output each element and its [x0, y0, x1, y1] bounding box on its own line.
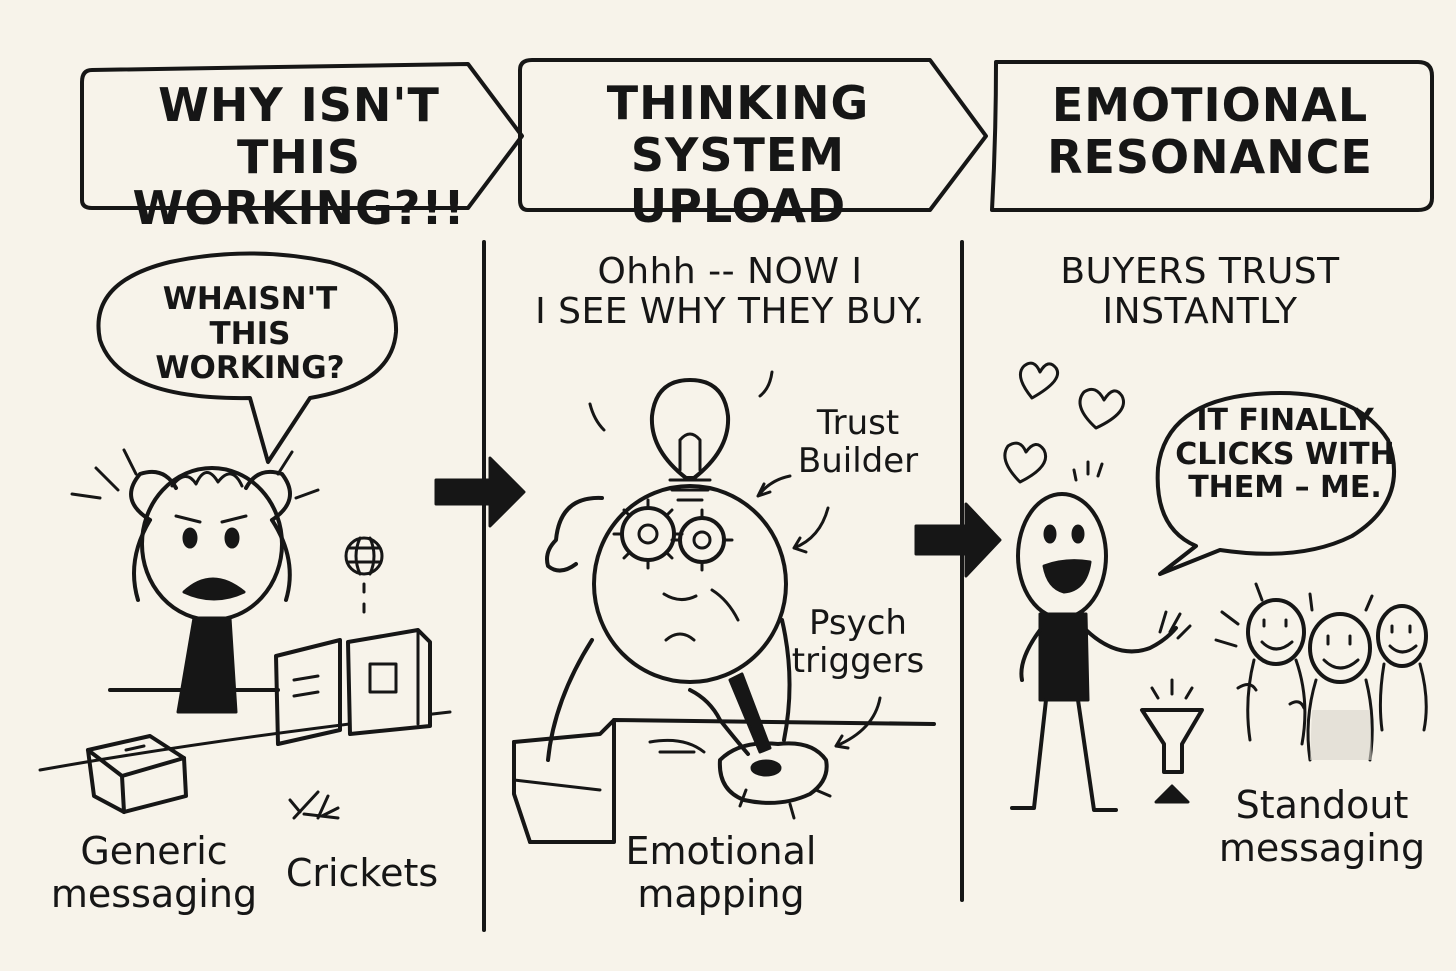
title-box-2 [518, 58, 988, 212]
panel-3-illustration [1003, 361, 1428, 812]
label-trust-builder: Trust Builder [797, 403, 919, 482]
panel-2-subtitle: Ohhh -- NOW I I SEE WHY THEY BUY. [535, 251, 925, 333]
title-box-1 [80, 62, 524, 210]
label-emotional-mapping: Emotional mapping [625, 829, 817, 916]
panel-3-title: EMOTIONAL RESONANCE [1047, 78, 1373, 184]
panel-1-bubble-text: WHAISN'T THIS WORKING? [155, 281, 345, 387]
arrow-right-icon [434, 456, 526, 528]
globe-icon [344, 536, 384, 576]
label-standout-messaging: Standout messaging [1218, 783, 1426, 870]
panel-1-title: WHY ISN'T THIS WORKING?!! [132, 78, 466, 236]
speech-bubble-1 [96, 251, 399, 464]
label-psych-triggers: Psych triggers [791, 603, 925, 682]
panel-2-illustration [512, 370, 936, 844]
lightbulb-icon [649, 378, 731, 480]
label-crickets: Crickets [285, 851, 439, 895]
funnel-icon [1140, 678, 1204, 804]
panel-2-title: THINKING SYSTEM UPLOAD [606, 76, 870, 234]
speech-bubble-2 [1155, 391, 1396, 576]
gear-icon [612, 498, 734, 572]
panel-3-bubble-text: IT FINALLY CLICKS WITH THEM – ME. [1175, 403, 1395, 506]
panel-3-subtitle: BUYERS TRUST INSTANTLY [1060, 251, 1340, 333]
panel-1-illustration [38, 251, 452, 820]
label-generic-messaging: Generic messaging [50, 829, 258, 916]
crickets-grass [288, 790, 340, 820]
title-box-3 [990, 60, 1434, 212]
heart-icon [1003, 361, 1125, 484]
arrow-right-icon [914, 502, 1002, 578]
